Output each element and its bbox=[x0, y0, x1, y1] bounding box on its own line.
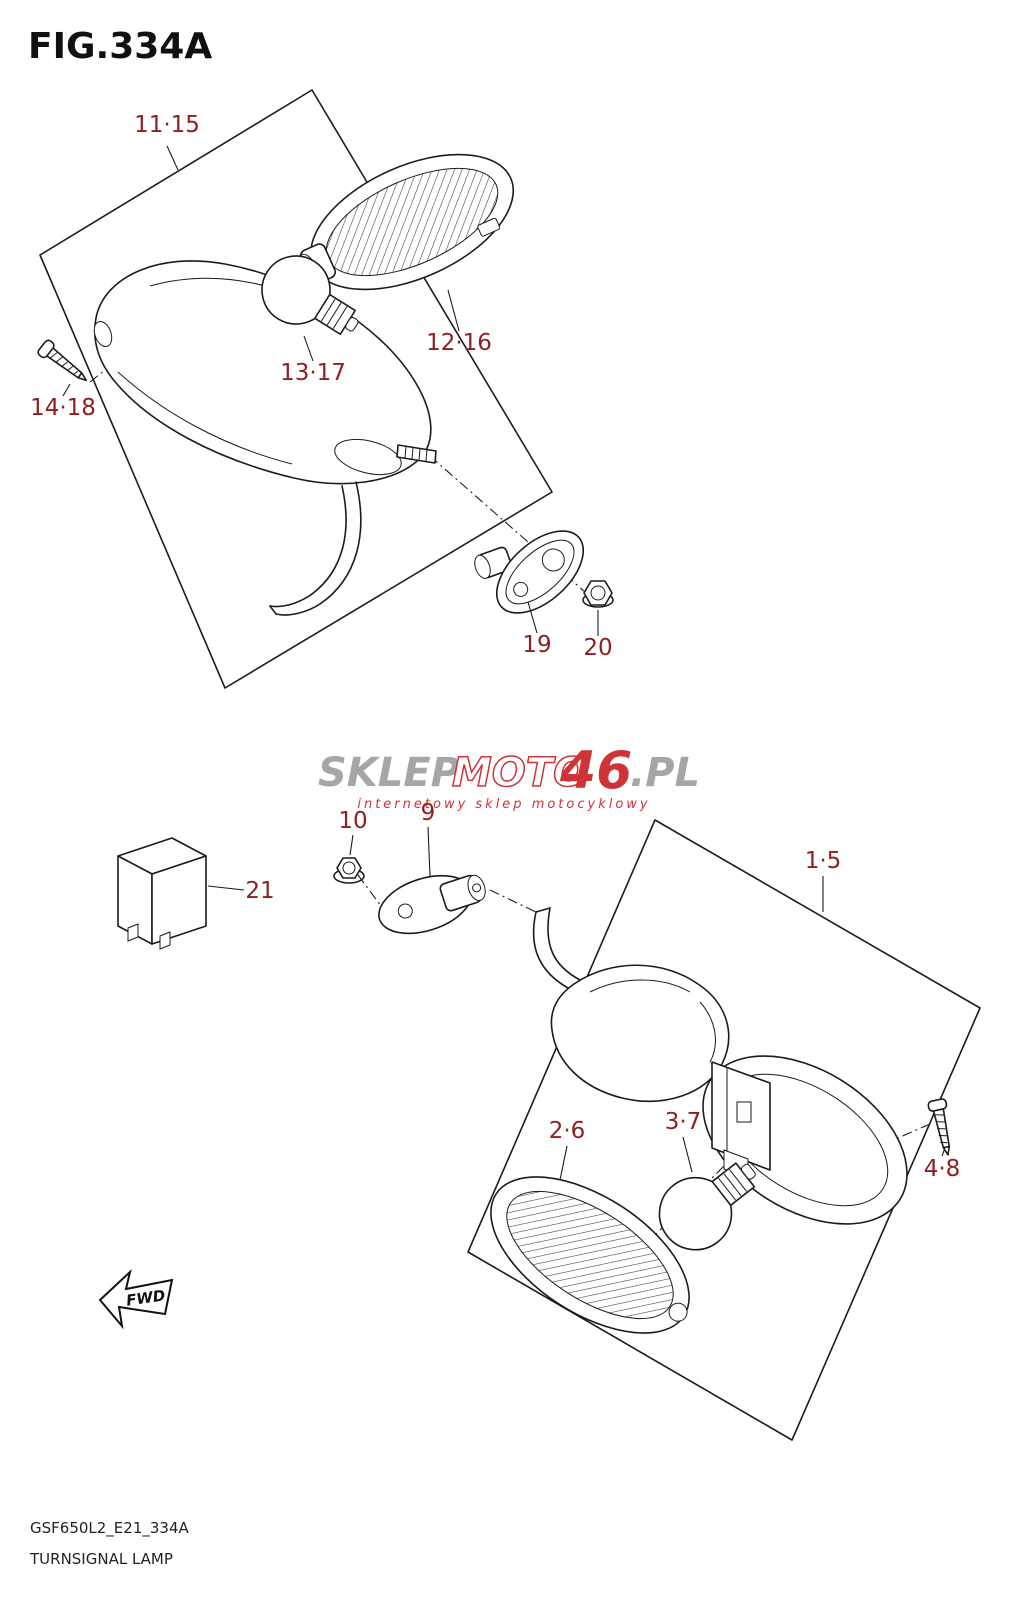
plate-small-hole bbox=[513, 581, 529, 597]
turnsignal-body-upper-drawing bbox=[93, 260, 437, 616]
body-wire bbox=[269, 481, 362, 616]
callout-19: 19 bbox=[522, 632, 551, 658]
screw-drawing-lower bbox=[927, 1098, 951, 1156]
nut-drawing-20 bbox=[582, 580, 614, 608]
leader-2-6 bbox=[559, 1145, 568, 1181]
bulb-base-lines bbox=[320, 298, 348, 329]
lower-assembly-box bbox=[467, 819, 981, 1441]
plate-center-hole bbox=[541, 548, 565, 572]
leader-3-7 bbox=[682, 1136, 693, 1173]
boss-cap bbox=[474, 554, 491, 579]
bulb-drawing-lower bbox=[658, 1162, 756, 1251]
lens-lower-glass-hatched bbox=[506, 1190, 674, 1320]
callout-11-15: 11·15 bbox=[134, 112, 200, 138]
upper-screw-dash-line bbox=[89, 357, 121, 383]
fwd-arrow: FWD bbox=[98, 1269, 174, 1330]
leader-19 bbox=[527, 601, 538, 634]
leader-9 bbox=[427, 826, 431, 877]
nut10-dash-line bbox=[357, 874, 382, 907]
callout-4-8: 4·8 bbox=[924, 1156, 961, 1182]
body-mount-stud bbox=[396, 444, 437, 464]
figure-title: FIG.334A bbox=[28, 26, 212, 67]
cushion9-dash-line bbox=[489, 889, 537, 913]
cushion-plate bbox=[495, 530, 585, 614]
leader-4-8 bbox=[941, 1147, 946, 1157]
callout-9: 9 bbox=[421, 800, 436, 826]
cushion9-boss-cap bbox=[467, 874, 486, 901]
nut10-hole bbox=[342, 861, 356, 875]
bulb-lower-pin bbox=[740, 1163, 756, 1180]
leader-11-15 bbox=[166, 145, 179, 171]
callout-12-16: 12·16 bbox=[426, 330, 492, 356]
upper-assembly-group bbox=[37, 89, 614, 689]
mount-cushion-drawing-9 bbox=[378, 874, 486, 935]
body-nose-hole bbox=[93, 320, 113, 348]
watermark-46: 46 bbox=[559, 741, 632, 801]
watermark-moto: MOTO bbox=[452, 750, 587, 796]
leader-10 bbox=[349, 834, 354, 856]
callout-10: 10 bbox=[338, 808, 367, 834]
screw-lower-thread-lines bbox=[935, 1114, 948, 1144]
screw-drawing-upper bbox=[37, 339, 88, 382]
fwd-arrow-outline bbox=[98, 1269, 174, 1330]
callout-21: 21 bbox=[245, 878, 274, 904]
watermark: SKLEP MOTO 46 .PL internetowy sklep moto… bbox=[318, 741, 700, 812]
leader-14-18 bbox=[62, 383, 71, 397]
mount-cushion-drawing-19 bbox=[474, 530, 585, 614]
watermark-sklep: SKLEP bbox=[318, 750, 460, 796]
footer: GSF650L2_E21_334A TURNSIGNAL LAMP bbox=[29, 1519, 189, 1568]
watermark-tagline: internetowy sklep motocyklowy bbox=[357, 797, 650, 812]
callout-13-17: 13·17 bbox=[280, 360, 346, 386]
cushion9-boss-hole bbox=[472, 883, 482, 893]
body-lower-wire bbox=[532, 907, 581, 989]
body-contour-bottom bbox=[117, 371, 293, 465]
upper-stud-dash-line bbox=[429, 455, 586, 593]
cavity-contact bbox=[736, 1101, 752, 1123]
leader-13-17 bbox=[303, 335, 314, 362]
callout-3-7: 3·7 bbox=[665, 1109, 702, 1135]
screw-thread-lines bbox=[50, 352, 79, 376]
callout-14-18: 14·18 bbox=[30, 395, 96, 421]
screw-tip bbox=[77, 372, 88, 382]
lens-drawing-lower bbox=[490, 1176, 690, 1334]
stud-thread-lines bbox=[404, 446, 428, 462]
plate-rim-line bbox=[505, 539, 575, 605]
nut-hole bbox=[590, 585, 606, 601]
socket-cavity-drawing bbox=[711, 1061, 771, 1178]
doc-code: GSF650L2_E21_334A bbox=[30, 1519, 189, 1538]
nut-drawing-10 bbox=[333, 857, 365, 884]
relay-terminal-2 bbox=[159, 931, 171, 950]
lens-lower-boss bbox=[668, 1302, 688, 1322]
figure-name: TURNSIGNAL LAMP bbox=[29, 1550, 173, 1568]
body-lower-contour-2 bbox=[699, 1001, 716, 1063]
callout-1-5: 1·5 bbox=[805, 848, 842, 874]
cushion-boss bbox=[474, 546, 513, 579]
callout-20: 20 bbox=[583, 635, 612, 661]
relay-side-face bbox=[151, 855, 207, 945]
lower-screw-dash-line bbox=[897, 1123, 931, 1139]
relay-drawing-21 bbox=[117, 837, 207, 950]
cushion9-hole bbox=[397, 903, 413, 919]
bulb-contact-pin bbox=[345, 317, 359, 332]
body-mount-flange bbox=[334, 438, 402, 476]
middle-parts-group bbox=[117, 837, 537, 950]
callout-2-6: 2·6 bbox=[549, 1118, 586, 1144]
watermark-pl: .PL bbox=[630, 750, 700, 796]
body-lower-outline bbox=[550, 964, 730, 1102]
turnsignal-body-lower-drawing bbox=[532, 907, 730, 1102]
leader-21 bbox=[207, 885, 245, 891]
bulb-drawing-upper bbox=[261, 255, 359, 335]
body-lower-contour-1 bbox=[589, 979, 691, 993]
upper-assembly-box bbox=[39, 89, 553, 689]
bulb-lower-base-lines bbox=[717, 1169, 748, 1201]
lens-clip-tab bbox=[477, 217, 501, 237]
relay-terminal-1 bbox=[127, 923, 139, 942]
fwd-label: FWD bbox=[125, 1286, 166, 1309]
lower-assembly-group bbox=[467, 819, 981, 1441]
leader-12-16 bbox=[447, 289, 460, 332]
callouts-group: 11·15 12·16 13·17 14·18 19 20 21 10 9 1·… bbox=[30, 112, 960, 1182]
